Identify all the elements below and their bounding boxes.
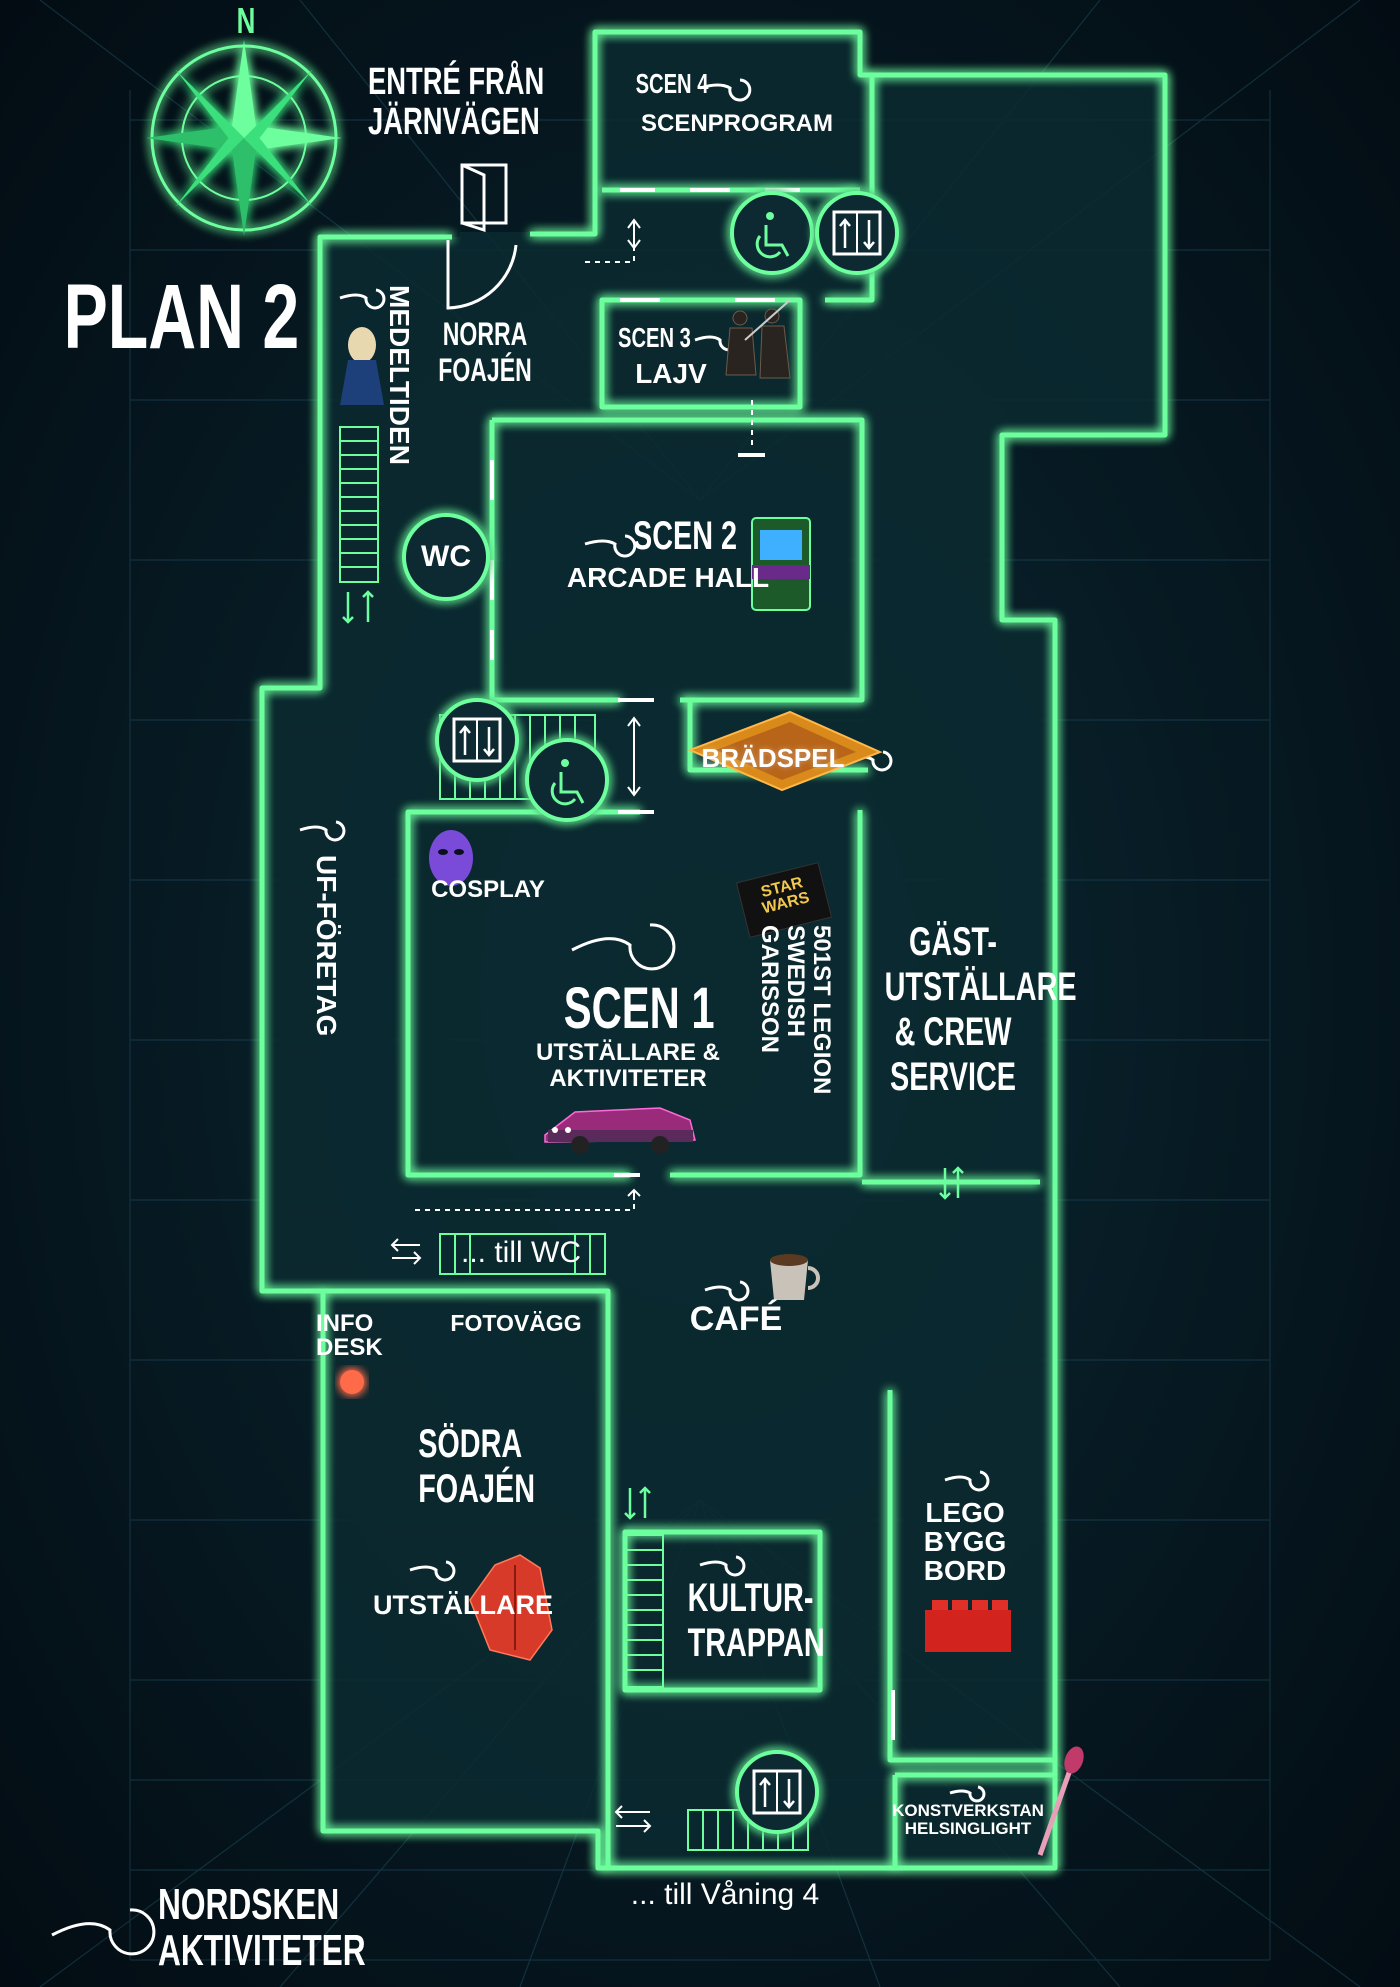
- wheelchair-icon: [730, 191, 814, 275]
- mask-icon: [429, 830, 473, 886]
- lego-label: LEGO BYGG BORD: [905, 1498, 1025, 1585]
- scen2-title: SCEN 2: [632, 514, 738, 558]
- info-desk-line-2: DESK: [316, 1334, 383, 1361]
- elevator-icon: [435, 698, 519, 782]
- legion-label: 501ST LEGION SWEDISH GARISSON: [756, 925, 835, 1095]
- legion-line-1: 501ST LEGION: [808, 925, 835, 1095]
- lego-line-3: BORD: [923, 1555, 1007, 1586]
- south-foyer-line-2: FOAJÉN: [418, 1467, 536, 1511]
- scen1-subtitle: UTSTÄLLARE & AKTIVITETER: [528, 1040, 728, 1092]
- exhibitors-label: UTSTÄLLARE: [373, 1590, 553, 1620]
- stairs-icon: [624, 1534, 664, 1688]
- south-foyer-label: SÖDRA FOAJÉN: [418, 1422, 536, 1512]
- info-desk-marker: [340, 1370, 364, 1394]
- guest-line-2: UTSTÄLLARE: [884, 965, 1077, 1009]
- stairs-icon: [339, 426, 379, 583]
- map-title: PLAN 2: [63, 266, 300, 368]
- lego-line-1: LEGO: [925, 1497, 1005, 1528]
- brand-line-2: AKTIVITETER: [158, 1926, 366, 1975]
- door-markers: [490, 188, 895, 1740]
- wc-label: WC: [421, 540, 471, 573]
- stairs-icon: [439, 1233, 606, 1275]
- scen1-subtitle-line-2: AKTIVITETER: [549, 1065, 707, 1092]
- coffee-icon: [770, 1254, 820, 1300]
- brush-icon: [1037, 1746, 1084, 1856]
- north-foyer-label: NORRA FOAJÉN: [438, 316, 532, 388]
- info-desk-label: INFO DESK: [316, 1312, 416, 1360]
- photo-wall-label: FOTOVÄGG: [450, 1310, 582, 1336]
- elevator-icon: [735, 1750, 819, 1834]
- stairs-direction-icon: [342, 590, 1040, 1520]
- guest-line-4: SERVICE: [890, 1055, 1016, 1099]
- scen2-subtitle: ARCADE HALL: [566, 562, 770, 593]
- scen4-title: SCEN 4: [635, 68, 709, 99]
- scen3-title: SCEN 3: [618, 322, 691, 353]
- guest-line-1: GÄST-: [908, 920, 997, 964]
- vest-icon: [469, 1554, 553, 1661]
- board-game-icon: [687, 710, 883, 792]
- north-foyer-line-1: NORRA: [442, 316, 528, 352]
- brand-line-1: NORDSKEN: [158, 1880, 340, 1929]
- art-workshop-label: KONSTVERKSTAN HELSINGLIGHT: [882, 1802, 1054, 1838]
- car-icon: [544, 1107, 696, 1154]
- entrance-line-1: ENTRÉ FRÅN: [368, 61, 545, 103]
- scen1-subtitle-line-1: UTSTÄLLARE &: [536, 1039, 720, 1066]
- to-wc-label: ... till WC: [461, 1236, 581, 1269]
- lajv-fighters-icon: [725, 299, 791, 379]
- wheelchair-icon: [525, 738, 609, 822]
- entrance-line-2: JÄRNVÄGEN: [368, 101, 540, 143]
- compass-north-label: N: [236, 0, 256, 41]
- arrows-icon: [390, 218, 652, 1833]
- knight-icon: [340, 327, 384, 405]
- kulturtrappan-label: KULTUR- TRAPPAN: [687, 1576, 825, 1666]
- lego-icon: [925, 1600, 1011, 1652]
- scen4-subtitle: SCENPROGRAM: [640, 110, 833, 137]
- arcade-icon: [751, 517, 811, 611]
- info-desk-line-1: INFO: [316, 1310, 374, 1337]
- art-workshop-line-2: HELSINGLIGHT: [904, 1819, 1032, 1838]
- door-icon: [446, 163, 518, 310]
- elevator-icon: [815, 191, 899, 275]
- cafe-label: CAFÉ: [689, 1300, 783, 1338]
- cosplay-label: COSPLAY: [431, 876, 545, 903]
- scen1-title: SCEN 1: [563, 976, 715, 1041]
- medieval-label: MEDELTIDEN: [384, 285, 415, 465]
- board-games-label: BRÄDSPEL: [701, 743, 845, 773]
- art-workshop-line-1: KONSTVERKSTAN: [892, 1801, 1044, 1820]
- entrance-label: ENTRÉ FRÅN JÄRNVÄGEN: [368, 61, 545, 143]
- star-wars-icon: [735, 862, 833, 938]
- brand-logo: NORDSKEN AKTIVITETER: [158, 1880, 366, 1975]
- scen3-subtitle: LAJV: [635, 358, 707, 389]
- guest-label: GÄST- UTSTÄLLARE & CREW SERVICE: [884, 920, 1077, 1100]
- compass-icon: [146, 40, 342, 236]
- lego-line-2: BYGG: [923, 1526, 1007, 1557]
- floor-fill: [262, 32, 1165, 1868]
- kultur-line-1: KULTUR-: [687, 1576, 814, 1620]
- walls: [259, 29, 1168, 1871]
- to-floor4-label: ... till Våning 4: [630, 1878, 820, 1911]
- north-foyer-line-2: FOAJÉN: [438, 352, 532, 388]
- uf-label: UF-FÖRETAG: [311, 855, 342, 1037]
- legion-line-3: GARISSON: [756, 925, 783, 1054]
- kultur-line-2: TRAPPAN: [687, 1621, 825, 1665]
- south-foyer-line-1: SÖDRA: [418, 1422, 523, 1466]
- guest-line-3: & CREW: [894, 1010, 1012, 1054]
- legion-line-2: SWEDISH: [782, 925, 809, 1038]
- wc-icon: [402, 513, 490, 601]
